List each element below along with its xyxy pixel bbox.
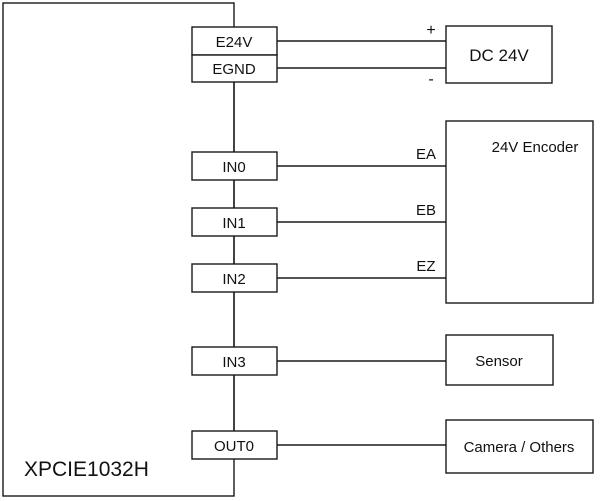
terminal-in1 — [191, 207, 278, 237]
terminal-out0-label: OUT0 — [214, 438, 254, 455]
encoder-ea-label: EA — [416, 146, 436, 163]
plus-sign: + — [426, 22, 435, 39]
terminal-in1-label: IN1 — [222, 215, 245, 232]
terminal-e24v-label: E24V — [216, 34, 253, 51]
terminal-egnd — [191, 54, 278, 83]
encoder-title: 24V Encoder — [492, 139, 579, 156]
dc-supply-box — [445, 25, 553, 84]
controller-module-outline — [2, 2, 235, 497]
terminal-in3 — [191, 346, 278, 376]
camera-box — [445, 419, 594, 474]
terminal-in3-label: IN3 — [222, 354, 245, 371]
minus-sign: - — [428, 71, 433, 88]
terminal-egnd-label: EGND — [212, 61, 256, 78]
encoder-box — [445, 120, 594, 304]
module-name: XPCIE1032H — [24, 458, 149, 481]
camera-label: Camera / Others — [464, 439, 575, 456]
sensor-box — [445, 334, 554, 386]
sensor-label: Sensor — [475, 353, 523, 370]
encoder-ez-label: EZ — [416, 258, 435, 275]
terminal-in2-label: IN2 — [222, 271, 245, 288]
encoder-eb-label: EB — [416, 202, 436, 219]
dc-supply-label: DC 24V — [469, 46, 529, 65]
terminal-in0-label: IN0 — [222, 159, 245, 176]
